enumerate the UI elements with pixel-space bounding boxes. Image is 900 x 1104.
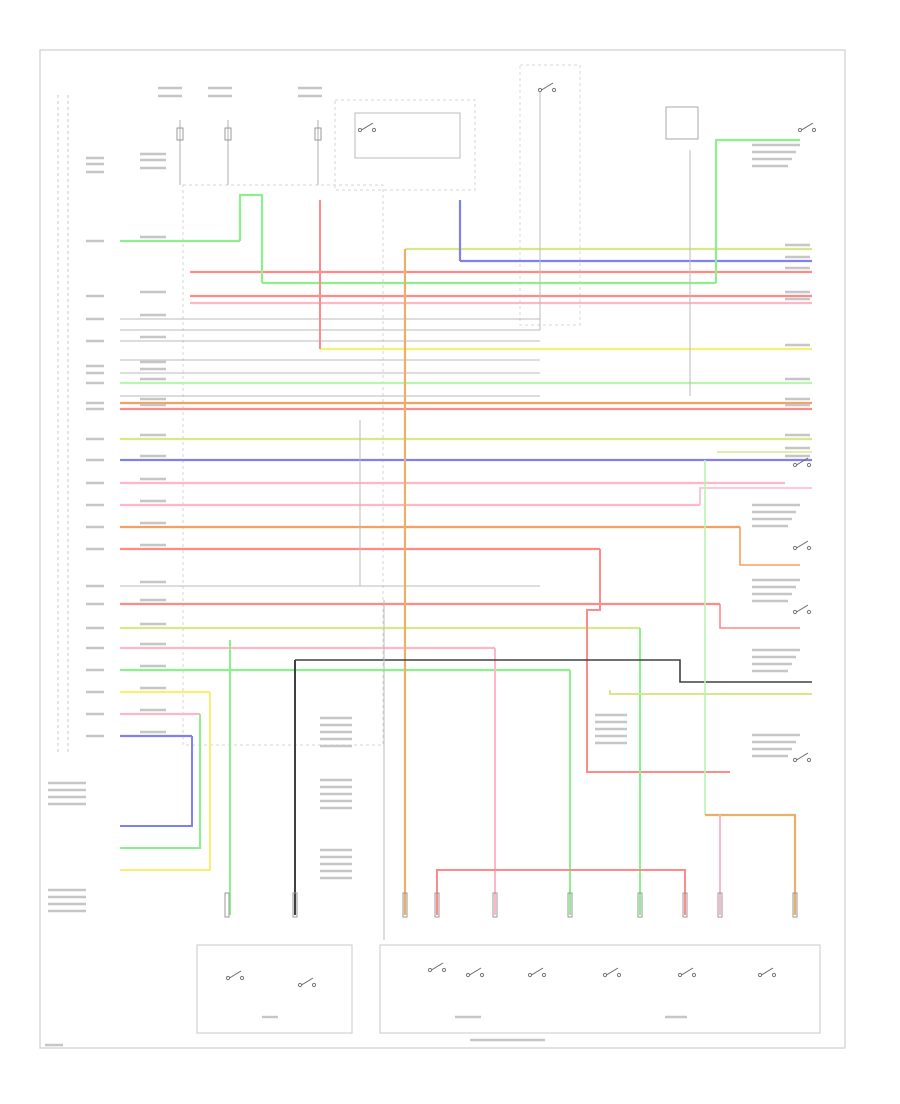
- bottom-connector-8: [682, 892, 688, 918]
- pressure-switch-contact-a: [797, 127, 803, 133]
- dimmer-switch-box: [519, 64, 581, 326]
- light-switch-4-contact-a: [602, 972, 608, 978]
- light-switch-4-arm: [606, 967, 619, 976]
- door-switch-1-arm: [796, 457, 809, 466]
- wire-dark-horizontal: [295, 659, 812, 683]
- light-switch-3-contact-b: [541, 972, 547, 978]
- wire-green-to-pressure-sw: [714, 138, 800, 283]
- light-switch-2-contact-b: [479, 972, 485, 978]
- wire-blue-lower: [120, 736, 193, 827]
- door-switch-4-contact-a: [792, 757, 798, 763]
- light-switch-5-arm: [681, 967, 694, 976]
- pressure-switch-contact-b: [811, 127, 817, 133]
- door-switch-3-arm: [796, 604, 809, 613]
- light-switch-2-arm: [469, 967, 482, 976]
- turn-switch-box: [196, 944, 353, 1034]
- light-switch-5-contact-b: [691, 972, 697, 978]
- light-switch-6-arm: [761, 967, 774, 976]
- light-switch-6-contact-b: [771, 972, 777, 978]
- light-switch-3-contact-a: [527, 972, 533, 978]
- door-switch-2-contact-a: [792, 545, 798, 551]
- fuse-2: [224, 127, 232, 141]
- relay-inner: [354, 112, 461, 159]
- fuse-1: [176, 127, 184, 141]
- relay-box: [334, 99, 476, 191]
- turn-switch-left-contact-b: [311, 982, 317, 988]
- light-switch-2-contact-a: [465, 972, 471, 978]
- dimmer-switch-top-contact-a: [537, 87, 543, 93]
- door-switch-2-contact-b: [806, 545, 812, 551]
- door-switch-1-contact-b: [806, 462, 812, 468]
- turn-switch-right-contact-a: [225, 975, 231, 981]
- decor-group: [45, 82, 817, 1047]
- diagram-frame: [39, 49, 846, 1049]
- relay-switch-contact-a: [357, 127, 363, 133]
- light-switch-1-contact-b: [441, 967, 447, 973]
- turn-switch-right-contact-b: [239, 975, 245, 981]
- wire-tan-right: [705, 813, 797, 915]
- bottom-connector-4: [434, 892, 440, 918]
- door-switch-3-contact-a: [792, 609, 798, 615]
- turn-switch-right-arm: [229, 970, 242, 979]
- relay-switch-arm: [361, 122, 374, 131]
- wire-yellow-lower: [120, 692, 211, 871]
- sensor-block: [665, 106, 699, 140]
- bottom-connector-9: [717, 892, 723, 918]
- dimmer-switch-top-arm: [541, 82, 554, 91]
- turn-switch-left-contact-a: [297, 982, 303, 988]
- bottom-connector-2: [292, 892, 298, 918]
- door-switch-2-arm: [796, 540, 809, 549]
- door-switch-4-contact-b: [806, 757, 812, 763]
- light-switch-1-contact-a: [427, 967, 433, 973]
- wire-top-green-a: [238, 193, 264, 283]
- junction-block-box: [182, 184, 384, 746]
- door-switch-3-contact-b: [806, 609, 812, 615]
- light-switch-6-contact-a: [757, 972, 763, 978]
- dimmer-switch-top-contact-b: [551, 87, 557, 93]
- door-switch-4-arm: [796, 752, 809, 761]
- light-switch-3-arm: [531, 967, 544, 976]
- wire-green-lower: [120, 714, 201, 849]
- wire-orange-right: [739, 527, 800, 566]
- bottom-connector-10: [792, 892, 798, 918]
- light-switch-5-contact-a: [677, 972, 683, 978]
- wire-pink-right-sw: [699, 487, 812, 505]
- bottom-connector-5: [492, 892, 498, 918]
- relay-switch-contact-b: [371, 127, 377, 133]
- light-switch-1-arm: [431, 962, 444, 971]
- door-switch-1-contact-a: [792, 462, 798, 468]
- wire-red-right-sw: [719, 604, 800, 629]
- wires-group: [120, 90, 812, 940]
- bottom-connector-1: [224, 892, 230, 918]
- bottom-connector-7: [637, 892, 643, 918]
- wire-red-light-sw: [436, 869, 686, 915]
- fuse-3: [314, 127, 322, 141]
- bottom-connector-6: [567, 892, 573, 918]
- wire-yellowgreen-right: [609, 690, 812, 695]
- wire-red-lower-right: [586, 549, 730, 773]
- pressure-switch-arm: [801, 122, 814, 131]
- light-switch-4-contact-b: [616, 972, 622, 978]
- light-control-switch-box: [379, 944, 821, 1034]
- turn-switch-left-arm: [301, 977, 314, 986]
- bottom-connector-3: [402, 892, 408, 918]
